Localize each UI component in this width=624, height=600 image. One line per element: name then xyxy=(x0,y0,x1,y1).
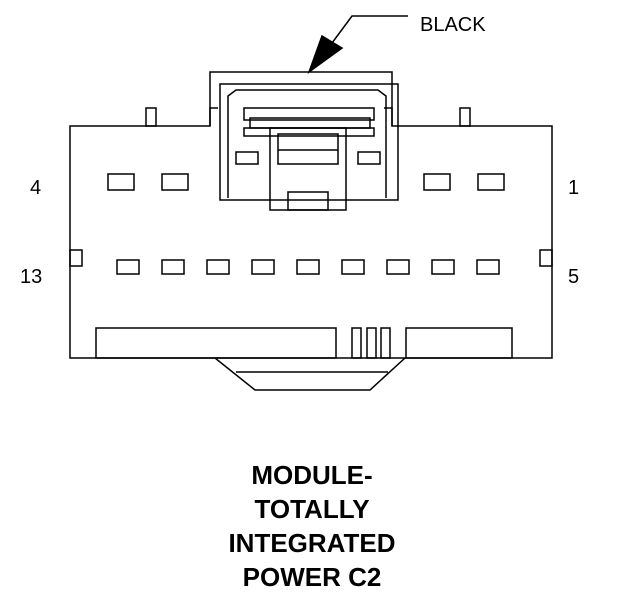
title-line: TOTALLY xyxy=(254,494,370,524)
locking-latch xyxy=(219,83,399,211)
connector-title: MODULE- TOTALLY INTEGRATED POWER C2 xyxy=(162,458,462,594)
side-key-right xyxy=(539,249,553,267)
cavity-row-top xyxy=(107,173,505,191)
cavity xyxy=(251,259,275,275)
housing-tab-left xyxy=(145,107,157,127)
bottom-slot-right xyxy=(405,327,513,359)
cavity xyxy=(386,259,410,275)
cavity xyxy=(296,259,320,275)
color-leader-arrow xyxy=(307,34,344,75)
cavity-row-bottom xyxy=(116,259,500,275)
connector-color-label: BLACK xyxy=(420,14,486,36)
cavity xyxy=(161,259,185,275)
latch-shoulder-left xyxy=(209,107,218,126)
connector-housing xyxy=(69,71,553,359)
cavity xyxy=(423,173,451,191)
cavity xyxy=(476,259,500,275)
pin-label-1: 1 xyxy=(568,177,580,199)
cavity xyxy=(107,173,135,191)
cavity xyxy=(206,259,230,275)
bottom-center-ribs xyxy=(351,327,391,359)
title-line: MODULE- xyxy=(251,460,373,490)
latch-shoulder-right xyxy=(384,107,393,126)
cavity xyxy=(116,259,140,275)
lower-guide xyxy=(214,357,406,391)
title-line: POWER C2 xyxy=(242,562,382,592)
side-key-left xyxy=(69,249,83,267)
cavity xyxy=(161,173,189,191)
pin-label-13: 13 xyxy=(20,266,43,288)
title-line: INTEGRATED xyxy=(228,528,396,558)
cavity xyxy=(477,173,505,191)
cavity xyxy=(431,259,455,275)
housing-tab-right xyxy=(459,107,471,127)
bottom-slot-left xyxy=(95,327,337,359)
pin-label-5: 5 xyxy=(568,266,580,288)
pin-label-4: 4 xyxy=(30,177,42,199)
cavity xyxy=(341,259,365,275)
